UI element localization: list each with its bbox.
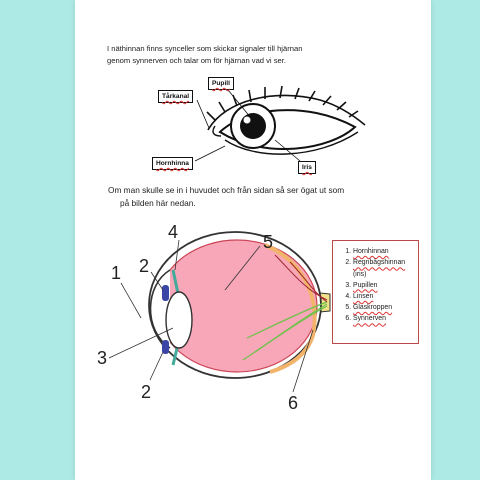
- tear-duct-shape: [212, 125, 222, 137]
- iris-top: [162, 285, 169, 301]
- section-leader-lines: [108, 239, 314, 393]
- intro-line-1: I näthinnan finns synceller som skickar …: [107, 44, 303, 53]
- section-number-1: 1: [111, 263, 122, 283]
- section-number-3: 3: [97, 348, 108, 368]
- label-pupill: Pupill: [208, 77, 234, 90]
- blood-vessels: [274, 254, 328, 303]
- legend-item-6: Synnerven: [353, 313, 418, 324]
- section-number-5: 5: [263, 232, 274, 252]
- section-number-2-bottom: 2: [141, 382, 152, 402]
- iris-bottom: [162, 340, 169, 354]
- side-view-paragraph: Om man skulle se in i huvudet och från s…: [108, 184, 408, 210]
- side-line-2: på bilden här nedan.: [120, 198, 196, 208]
- section-number-2-top: 2: [139, 256, 150, 276]
- lens: [165, 291, 193, 349]
- pupil-highlight: [243, 116, 251, 124]
- side-line-1: Om man skulle se in i huvudet och från s…: [108, 185, 345, 195]
- legend-item-2: Regnbågshinnan(iris): [353, 257, 418, 279]
- legend-item-3: Pupillen: [353, 280, 418, 291]
- label-iris: Iris: [298, 161, 316, 174]
- nerve-fibres: [242, 301, 328, 361]
- document-page: I näthinnan finns synceller som skickar …: [75, 0, 431, 480]
- section-number-4: 4: [168, 222, 179, 242]
- eye-leader-lines: [194, 84, 301, 162]
- intro-line-2: genom synnerven och talar om för hjärnan…: [107, 56, 286, 65]
- legend-item-5: Glaskroppen: [353, 302, 418, 313]
- label-tarkanal: Tårkanal: [158, 90, 194, 103]
- retina-layer: [264, 243, 317, 374]
- legend-item-2-sub: (iris): [353, 270, 367, 278]
- label-hornhinna: Hornhinna: [152, 157, 193, 170]
- legend-item-1: Hornhinnan: [353, 246, 418, 257]
- eye-cross-section-diagram: [108, 231, 331, 393]
- lower-lid: [224, 131, 359, 155]
- legend-list: Hornhinnan Regnbågshinnan(iris) Pupillen…: [333, 246, 418, 325]
- intro-paragraph: I näthinnan finns synceller som skickar …: [107, 43, 407, 67]
- legend-item-4: Linsen: [353, 291, 418, 302]
- legend-box: Hornhinnan Regnbågshinnan(iris) Pupillen…: [332, 240, 419, 344]
- front-eye-illustration: [194, 84, 366, 162]
- section-number-6: 6: [288, 393, 299, 413]
